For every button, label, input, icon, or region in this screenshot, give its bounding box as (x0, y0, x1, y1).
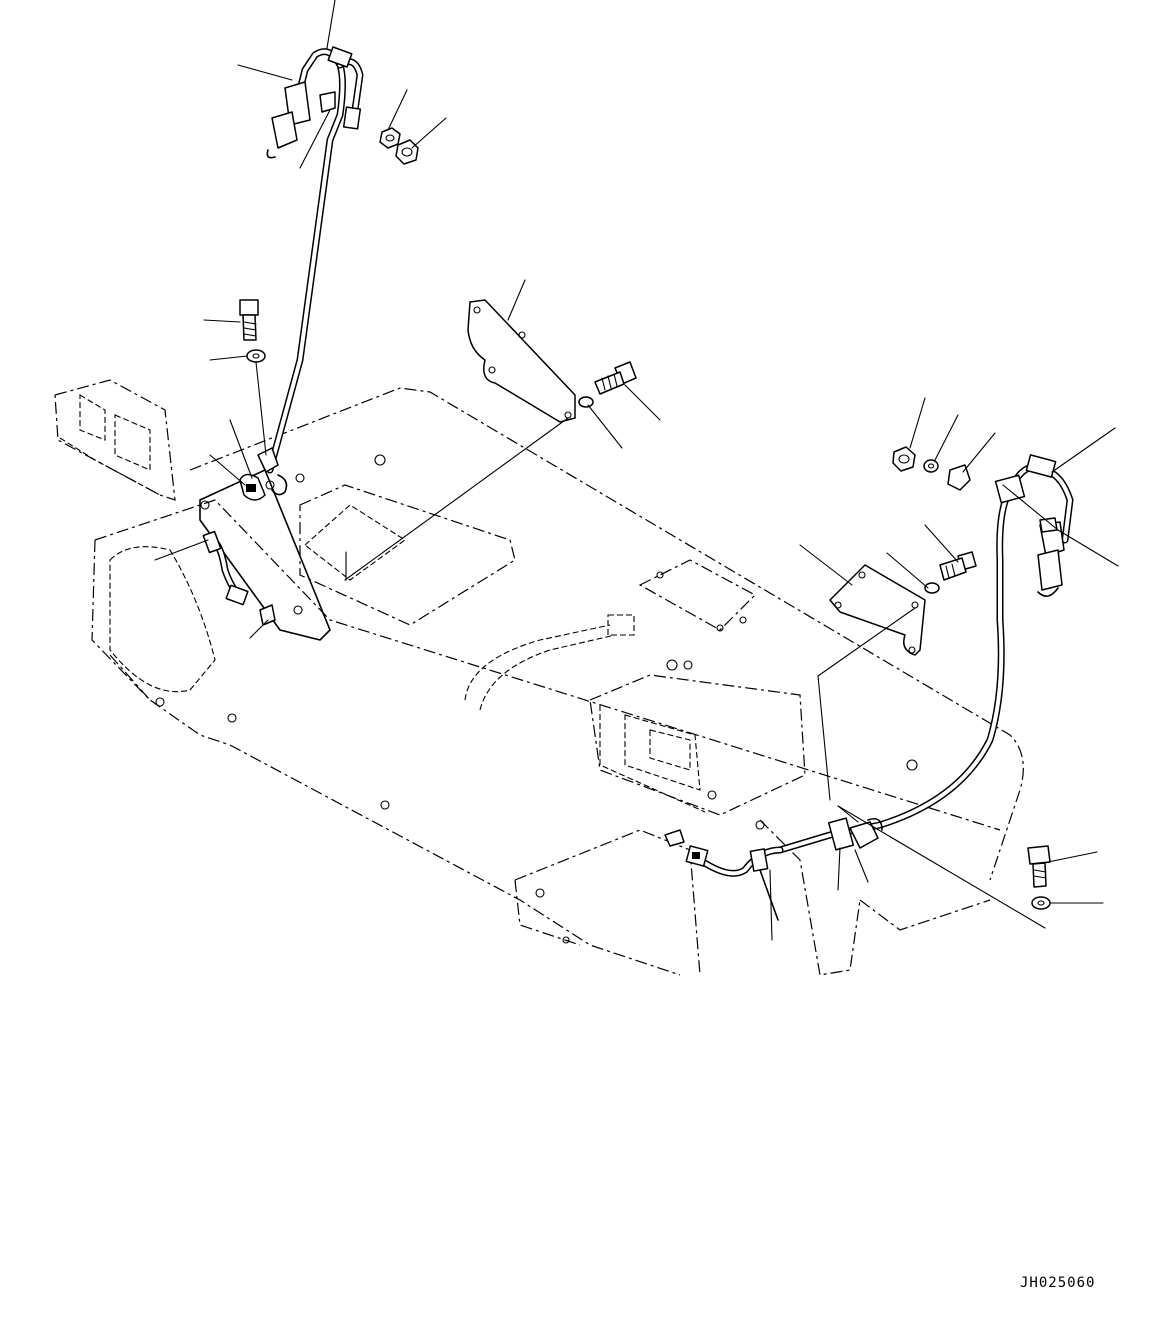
phantom-frame (91, 387, 1024, 976)
leader-lines (154, 0, 1119, 941)
right-long-hose (664, 454, 1074, 921)
left-side-cover (54, 379, 176, 501)
cover-plates (467, 299, 926, 656)
fasteners (239, 127, 1051, 910)
upper-left-elbow-hose (239, 46, 364, 501)
right-control-box (589, 660, 806, 830)
left-bracket (199, 469, 331, 641)
drawing-code: JH025060 (1020, 1275, 1096, 1291)
